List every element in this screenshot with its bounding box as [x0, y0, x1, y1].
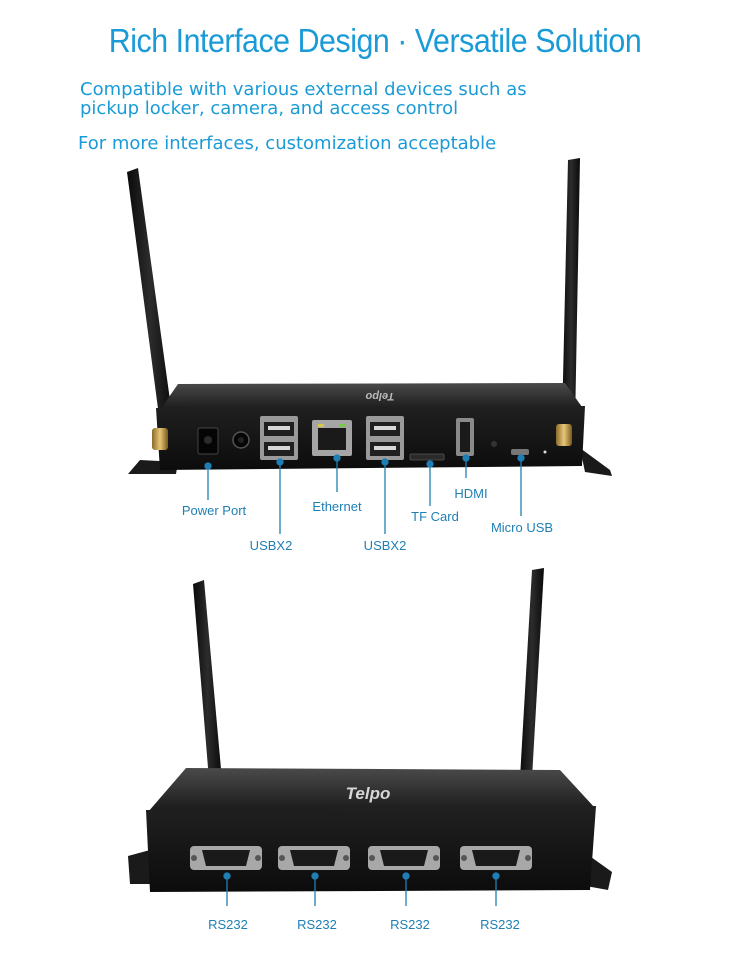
micro-usb-port-icon	[511, 449, 529, 455]
rs232-port-icon	[368, 846, 440, 870]
device-bottom: Telpo	[128, 568, 612, 892]
customization-note: For more interfaces, customization accep…	[78, 133, 497, 154]
ethernet-port-icon	[312, 420, 352, 456]
page-title: Rich Interface Design · Versatile Soluti…	[108, 22, 642, 59]
label-power-port: Power Port	[181, 503, 247, 518]
label-ethernet: Ethernet	[312, 499, 362, 514]
subtitle-line-2: pickup locker, camera, and access contro…	[80, 98, 459, 119]
tf-card-slot-icon	[409, 453, 445, 461]
bottom-callouts	[223, 872, 500, 906]
device-top-brand: Telpo	[365, 390, 394, 402]
antenna-right	[520, 568, 544, 778]
usb-port-icon	[260, 416, 298, 460]
label-rs232: RS232	[390, 917, 430, 932]
label-tf-card: TF Card	[411, 509, 459, 524]
subtitle-line-1: Compatible with various external devices…	[80, 79, 527, 100]
hdmi-port-icon	[456, 418, 474, 456]
rs232-port-icon	[460, 846, 532, 870]
label-usb-2: USBX2	[363, 538, 407, 553]
label-hdmi: HDMI	[454, 486, 488, 501]
antenna-left	[127, 168, 173, 424]
antenna-right	[562, 158, 580, 425]
device-top: Telpo	[127, 158, 612, 476]
antenna-left	[193, 580, 222, 780]
label-micro-usb: Micro USB	[490, 520, 554, 535]
label-rs232: RS232	[297, 917, 337, 932]
rs232-port-icon	[278, 846, 350, 870]
label-usb-1: USBX2	[249, 538, 293, 553]
usb-port-icon	[366, 416, 404, 460]
label-rs232: RS232	[208, 917, 248, 932]
label-rs232: RS232	[480, 917, 520, 932]
top-callouts	[204, 454, 525, 534]
subtitle: Compatible with various external devices…	[80, 80, 527, 118]
device-bottom-brand: Telpo	[346, 784, 391, 803]
rs232-port-icon	[190, 846, 262, 870]
